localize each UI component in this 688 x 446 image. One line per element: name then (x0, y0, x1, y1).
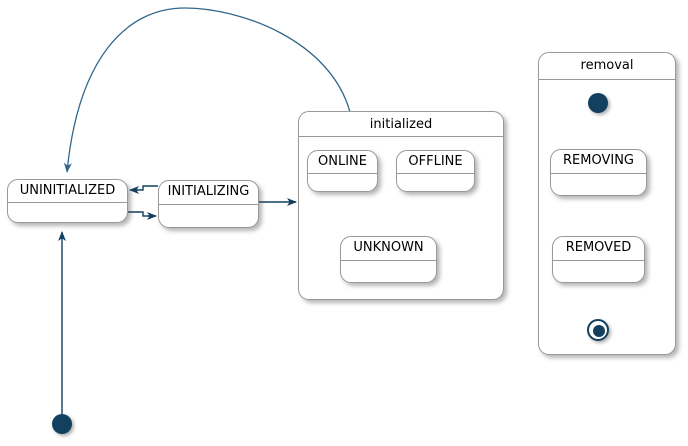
initial-state-removal[interactable] (588, 93, 608, 113)
state-unknown-divider (341, 260, 436, 261)
final-state-removal-inner (593, 325, 605, 337)
state-uninitialized-label: UNINITIALIZED (19, 183, 116, 198)
state-online-label: ONLINE (318, 154, 367, 169)
state-online-divider (308, 173, 377, 174)
composite-state-removal-divider (539, 79, 675, 80)
state-online[interactable]: ONLINE (307, 150, 378, 192)
state-removed-divider (553, 260, 644, 261)
state-offline-label: OFFLINE (408, 154, 463, 169)
state-uninitialized-divider (8, 202, 127, 203)
initial-state-main[interactable] (52, 414, 72, 434)
edge-initializing-to-uninitialized (129, 185, 158, 194)
state-uninitialized[interactable]: UNINITIALIZED (7, 179, 128, 223)
composite-state-removal-title: removal (580, 58, 634, 73)
state-initializing[interactable]: INITIALIZING (158, 180, 259, 228)
state-removing[interactable]: REMOVING (550, 149, 647, 196)
state-removed[interactable]: REMOVED (552, 236, 645, 283)
state-removing-divider (551, 173, 646, 174)
state-unknown-label: UNKNOWN (353, 240, 424, 255)
state-removed-label: REMOVED (565, 240, 632, 255)
state-offline-divider (397, 173, 474, 174)
state-removing-label: REMOVING (563, 153, 634, 168)
composite-state-removal[interactable]: removal (538, 52, 676, 355)
state-initializing-divider (159, 204, 258, 205)
composite-state-initialized-divider (299, 136, 503, 137)
state-offline[interactable]: OFFLINE (396, 150, 475, 192)
final-state-removal[interactable] (587, 319, 609, 341)
edge-uninitialized-to-initializing (128, 211, 157, 220)
state-initializing-label: INITIALIZING (167, 184, 250, 199)
state-unknown[interactable]: UNKNOWN (340, 236, 437, 283)
composite-state-initialized-title: initialized (369, 117, 433, 132)
